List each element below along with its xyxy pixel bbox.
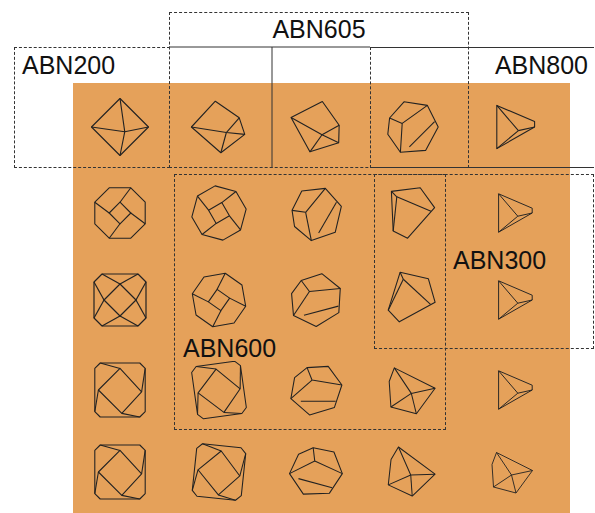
grid-line xyxy=(169,47,370,48)
crystal xyxy=(499,281,533,319)
crystal xyxy=(388,102,438,152)
crystal xyxy=(94,274,146,326)
orange-ground xyxy=(73,83,570,513)
crystal xyxy=(95,445,145,499)
region-box: ABN200 xyxy=(14,47,170,168)
grid-line xyxy=(272,47,273,168)
crystal xyxy=(92,99,149,156)
crystal xyxy=(191,101,244,153)
crystal xyxy=(191,360,247,419)
crystal xyxy=(282,355,352,425)
crystal xyxy=(499,371,533,409)
crystal xyxy=(499,194,533,232)
crystal xyxy=(497,105,535,148)
grade-label: ABN605 xyxy=(270,17,367,42)
grade-label: ABN800 xyxy=(493,53,590,78)
grade-label: ABN200 xyxy=(20,53,117,78)
crystal xyxy=(192,443,247,501)
crystal xyxy=(95,363,145,417)
grade-label: ABN600 xyxy=(181,336,278,361)
crystal xyxy=(391,188,434,238)
crystal xyxy=(286,182,348,244)
crystal xyxy=(282,93,350,160)
crystal xyxy=(384,269,442,331)
crystal xyxy=(188,182,250,244)
crystal xyxy=(389,368,435,414)
crystal xyxy=(385,446,438,499)
region-box: ABN600 xyxy=(174,174,446,430)
crystal xyxy=(283,438,350,505)
crystal xyxy=(190,271,248,329)
region-box: ABN800 xyxy=(370,47,594,168)
region-box: ABN300 xyxy=(374,174,594,349)
crystal xyxy=(492,453,533,494)
region-box: ABN605 xyxy=(169,12,469,168)
grade-label: ABN300 xyxy=(451,248,548,273)
crystal xyxy=(95,188,145,238)
crystal xyxy=(283,266,352,335)
